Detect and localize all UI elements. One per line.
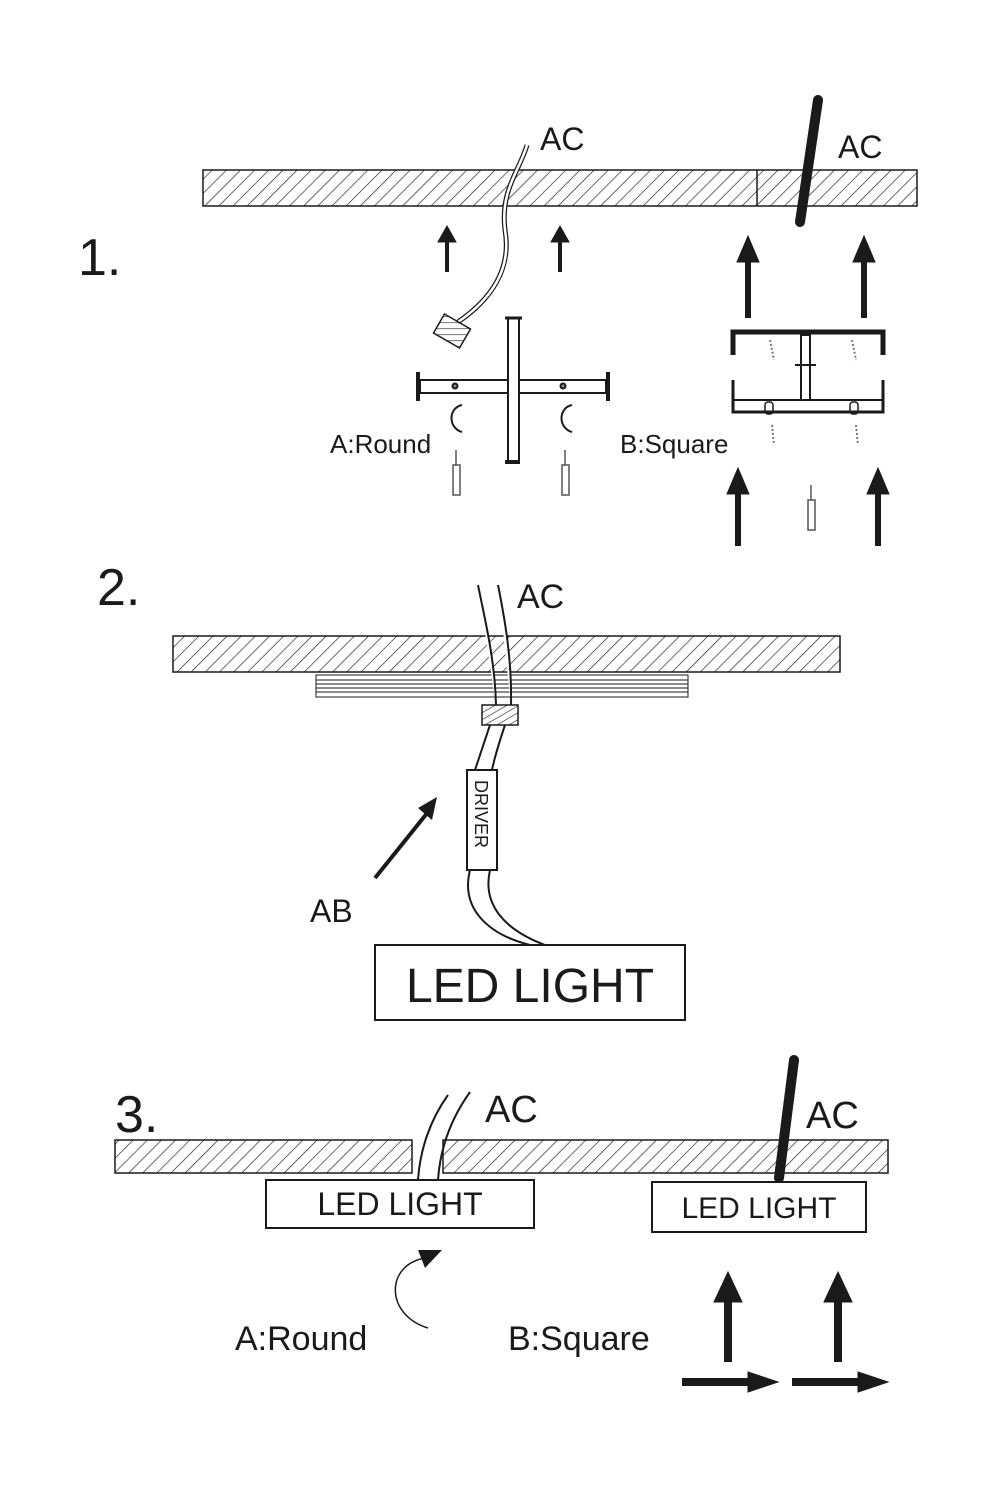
led-light-box (651, 1181, 867, 1233)
led-light-box (265, 1179, 535, 1229)
led-light-label: LED LIGHT (317, 1186, 482, 1222)
arrow-up-icon (437, 224, 890, 546)
led-light-box (374, 944, 686, 1021)
driver-label: DRIVER (471, 780, 491, 848)
label-square: B:Square (508, 1320, 650, 1358)
wire-connector (432, 312, 472, 350)
label-round: A:Round (330, 429, 431, 459)
ac-cable (795, 95, 823, 227)
ac-wire (417, 1091, 471, 1181)
ac-label: AC (540, 121, 584, 157)
square-bracket (730, 329, 886, 446)
label-square: B:Square (620, 429, 728, 459)
step-1: 1. AC AC (78, 95, 918, 546)
step-number: 2. (97, 559, 140, 617)
step-2: 2. AC DRIVER AB LED LIGHT (97, 559, 841, 1021)
arrow-icon (373, 810, 430, 880)
step-3: 3. AC AC LED LIGHT LED LIGHT A:Round B:S… (114, 1055, 890, 1393)
ceiling (202, 169, 918, 207)
round-bracket (416, 316, 610, 464)
ceiling-right (442, 1139, 889, 1174)
ceiling-left (114, 1139, 413, 1174)
led-light-label: LED LIGHT (406, 960, 654, 1013)
ac-wire (477, 584, 513, 706)
step-number: 3. (115, 1086, 158, 1144)
step-number: 1. (78, 229, 121, 287)
arrow-icon (682, 1270, 890, 1393)
ab-label: AB (310, 893, 353, 929)
ac-cable (774, 1055, 799, 1183)
label-round: A:Round (235, 1320, 367, 1358)
wire-connector (481, 704, 519, 726)
mounting-plate (315, 674, 689, 698)
ac-label: AC (838, 129, 882, 165)
ac-label: AC (806, 1095, 859, 1137)
led-light-label: LED LIGHT (681, 1192, 836, 1225)
screw-icon (452, 450, 816, 531)
ac-label: AC (517, 578, 564, 616)
rotate-arrow-icon (394, 1257, 429, 1329)
ac-label: AC (485, 1089, 538, 1131)
driver-box: DRIVER (466, 769, 498, 871)
